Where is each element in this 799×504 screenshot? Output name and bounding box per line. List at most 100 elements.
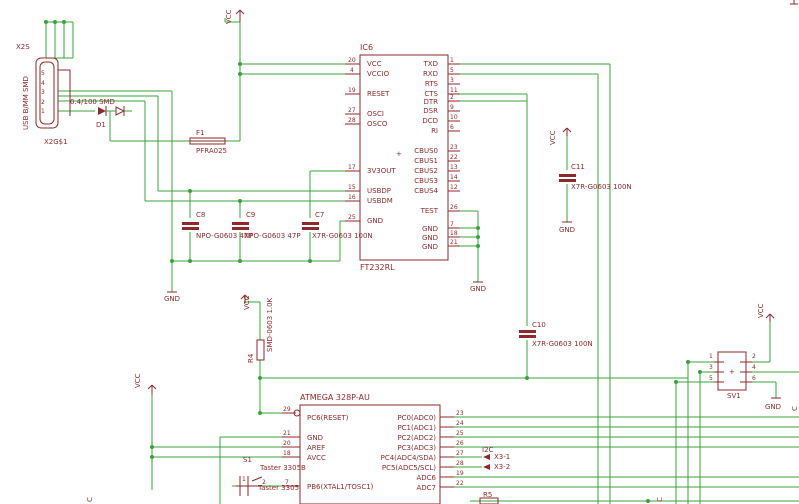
pin-number: 16 xyxy=(348,194,356,201)
pin-name: OSCO xyxy=(367,120,388,128)
vcc-label: VCC xyxy=(225,9,233,24)
junctions xyxy=(44,20,702,503)
pin-number: 23 xyxy=(450,144,458,151)
pin-name: DCD xyxy=(422,117,438,125)
pin-name: CBUS0 xyxy=(414,147,438,155)
pin-name: PC1(ADC1) xyxy=(397,424,436,432)
cap-ref-label: C7 xyxy=(315,211,324,219)
pin-name: PC3(ADC3) xyxy=(397,444,436,452)
capacitor-c11: C11 X7R-G0603 100N xyxy=(559,163,632,191)
sv1-pin-label: 6 xyxy=(752,375,756,382)
pin-number: 26 xyxy=(456,440,464,447)
r4-ref-label: R4 xyxy=(247,353,255,363)
cap-value-label: X7R-G0603 100N xyxy=(312,232,373,240)
pin-number: 20 xyxy=(283,440,291,447)
switch-pin-label: 1 xyxy=(242,476,246,483)
switch-ref-label: S1 xyxy=(243,456,252,464)
vcc-symbol-corner xyxy=(790,0,798,5)
pin-name: PC4(ADC4/SDA) xyxy=(381,454,437,462)
usb-ref2-label: X2G$1 xyxy=(44,138,68,146)
usb-pin-label: 2 xyxy=(41,99,45,106)
fuse-f1: F1 PFRA025 xyxy=(189,129,227,155)
ic-atmega328p: ATMEGA 328P-AU 29 21 20 18 7 PC6(RESET) … xyxy=(282,393,464,504)
i2c-label: I2C xyxy=(482,446,494,454)
pin-name: DSR xyxy=(423,107,438,115)
diode-value-label: 0.4/100 SMD xyxy=(70,98,115,106)
pin-name: TEST xyxy=(420,207,439,215)
gnd-symbol-usb: GND xyxy=(164,291,180,303)
ic6-ref-label: IC6 xyxy=(360,43,373,52)
pin-name: DTR xyxy=(423,98,438,106)
usb-ref-label: X2S xyxy=(16,43,30,51)
ic-ft232rl: IC6 FT232RL + 20 4 19 27 28 17 15 16 25 … xyxy=(345,43,460,272)
pin-number: 21 xyxy=(283,430,291,437)
pin-name: TXD xyxy=(423,60,438,68)
pin-number: 21 xyxy=(450,239,458,246)
edge-mark-right: C xyxy=(791,406,799,411)
resistor-r5: R5 xyxy=(479,491,499,504)
pin-name: AREF xyxy=(307,444,325,452)
gnd-label: GND xyxy=(559,226,575,234)
pin-number: 18 xyxy=(283,450,291,457)
gnd-symbol-sv1: GND xyxy=(765,397,781,411)
capacitor-c7: C7 X7R-G0603 100N xyxy=(302,211,373,240)
pin-number: 7 xyxy=(285,479,289,486)
x3-1-label: X3-1 xyxy=(494,453,510,461)
pin-number: 27 xyxy=(348,107,356,114)
switch-pin-label: 2 xyxy=(262,479,266,486)
pin-name: CBUS2 xyxy=(414,167,438,175)
pin-name: PC0(ADC0) xyxy=(397,414,436,422)
capacitor-c10: C10 X7R-G0603 100N xyxy=(519,321,593,348)
pin-name: GND xyxy=(422,234,438,242)
sv1-pin-label: 3 xyxy=(709,364,713,371)
pin-name: PC5(ADC5/SCL) xyxy=(382,464,436,472)
pin-name: VCC xyxy=(367,60,382,68)
pin-number: 18 xyxy=(450,230,458,237)
pin-name: RESET xyxy=(367,90,390,98)
vcc-symbol-top: VCC xyxy=(225,9,245,24)
pin-name: GND xyxy=(367,217,383,225)
cap-value-label: X7R-G0603 100N xyxy=(532,340,593,348)
cap-ref-label: C10 xyxy=(532,321,546,329)
r4-value-label: SMD-0603 1.0K xyxy=(266,297,274,352)
pin-name: GND xyxy=(422,243,438,251)
sv1-pin-label: 5 xyxy=(709,375,713,382)
usb-pin-label: 5 xyxy=(41,70,45,77)
vcc-symbol-r4: VCC xyxy=(240,294,251,310)
cap-value-label: NPO-G0603 47P xyxy=(244,232,301,240)
gnd-label: GND xyxy=(765,403,781,411)
pin-number: 26 xyxy=(450,204,458,211)
pin-name: ADC6 xyxy=(416,474,436,482)
pin-number: 20 xyxy=(348,57,356,64)
pin-number: 19 xyxy=(456,470,464,477)
sv1-center-mark: + xyxy=(729,368,735,376)
wires xyxy=(45,18,799,504)
vcc-symbol-mcu: VCC xyxy=(134,373,157,395)
pin-number: 23 xyxy=(456,410,464,417)
sv1-pin-label: 4 xyxy=(752,364,756,371)
ic6-center-mark: + xyxy=(396,150,402,158)
pin-name: RI xyxy=(431,127,438,135)
usb-pin-label: 3 xyxy=(41,89,45,96)
pin-number: 5 xyxy=(450,67,454,74)
pin-name: RXD xyxy=(423,70,438,78)
diode-d1: 0.4/100 SMD D1 xyxy=(70,98,132,129)
pin-name: USBDP xyxy=(367,187,391,195)
cap-ref-label: C9 xyxy=(246,211,255,219)
pin-number: 22 xyxy=(450,154,458,161)
pin-number: 9 xyxy=(450,104,454,111)
gnd-label: GND xyxy=(470,285,486,293)
pin-number: 28 xyxy=(456,460,464,467)
x3-2-label: X3-2 xyxy=(494,463,510,471)
gnd-symbol-c11: GND xyxy=(559,221,575,234)
switch-s1: S1 Taster 3305B Taster 3305 1 2 xyxy=(236,456,306,496)
pin-number: 13 xyxy=(450,164,458,171)
cap-value-label: NPO-G0603 47P xyxy=(196,232,253,240)
pin-name: PB6(XTAL1/TOSC1) xyxy=(307,483,374,491)
pin-number: 1 xyxy=(450,57,454,64)
pin-name: USBDM xyxy=(367,197,393,205)
pin-number: 28 xyxy=(348,117,356,124)
r5-ref-label: R5 xyxy=(483,491,492,499)
pin-name: AVCC xyxy=(307,454,326,462)
edge-mark-mid: C xyxy=(656,497,664,502)
